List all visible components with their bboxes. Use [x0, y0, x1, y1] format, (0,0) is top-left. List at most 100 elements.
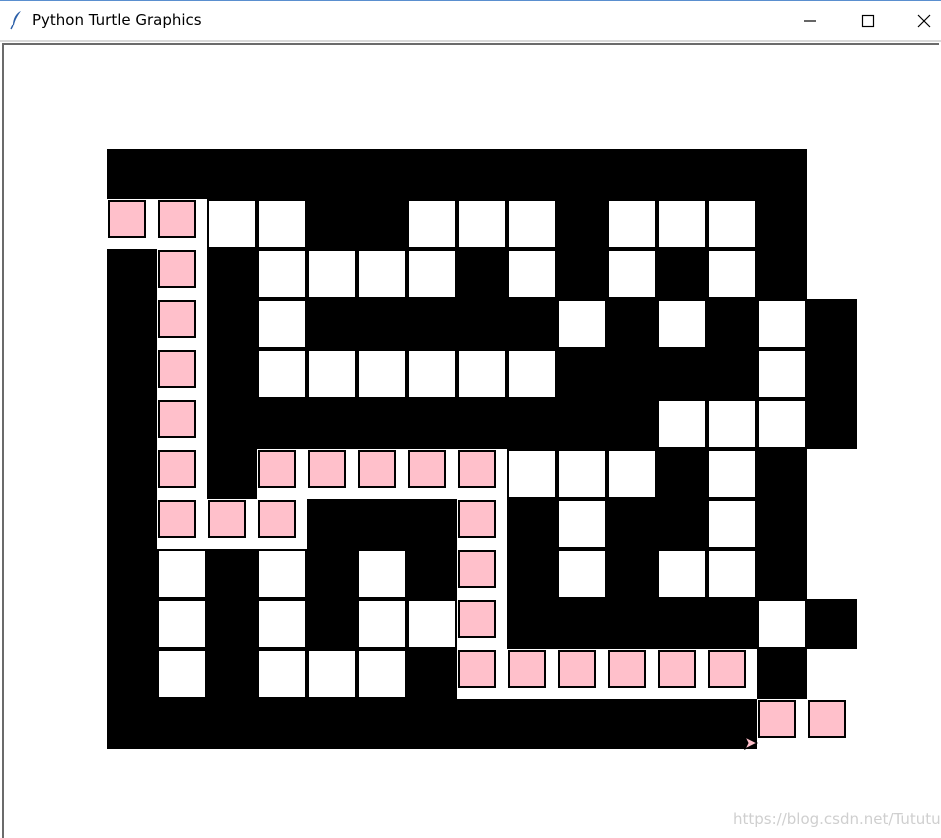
maze-wall	[307, 549, 357, 599]
maze-wall	[657, 349, 707, 399]
maze-wall	[707, 599, 757, 649]
maze-open-cell	[357, 649, 407, 699]
maze-wall	[207, 549, 257, 599]
maze-open-cell	[657, 549, 707, 599]
maze-path-cell	[358, 450, 396, 488]
maze-open-cell	[707, 199, 757, 249]
maze-wall	[757, 449, 807, 499]
maze-path-cell	[258, 500, 296, 538]
maze-path-cell	[458, 500, 496, 538]
maze-open-cell	[607, 249, 657, 299]
maze-path-cell	[508, 650, 546, 688]
maze-path-cell	[758, 700, 796, 738]
maze-wall	[607, 599, 657, 649]
maze-wall	[357, 199, 407, 249]
maze-wall	[807, 599, 857, 649]
turtle-canvas[interactable]	[2, 43, 939, 838]
maze-open-cell	[657, 399, 707, 449]
maze-path-cell	[458, 650, 496, 688]
maze-wall	[707, 349, 757, 399]
maze-open-cell	[357, 249, 407, 299]
maze-wall	[507, 549, 557, 599]
maze-wall	[757, 649, 807, 699]
maze-wall	[657, 599, 707, 649]
maze-wall	[457, 699, 507, 749]
maze-wall	[207, 649, 257, 699]
minimize-button[interactable]	[783, 1, 837, 41]
maze-path-cell	[558, 650, 596, 688]
maze-open-cell	[207, 199, 257, 249]
maze-wall	[307, 599, 357, 649]
maze-open-cell	[407, 349, 457, 399]
maze-open-cell	[607, 199, 657, 249]
maze-wall	[557, 149, 607, 199]
maze-wall	[307, 399, 357, 449]
maze-wall	[207, 149, 257, 199]
maze-wall	[607, 699, 657, 749]
maze-wall	[157, 149, 207, 199]
maze-path-cell	[158, 200, 196, 238]
maze-wall	[357, 699, 407, 749]
maze-open-cell	[507, 449, 557, 499]
maze-open-cell	[257, 249, 307, 299]
maze-wall	[657, 249, 707, 299]
maze-wall	[707, 299, 757, 349]
maze-open-cell	[707, 499, 757, 549]
maze-wall	[107, 599, 157, 649]
maze-wall	[107, 699, 157, 749]
maze-open-cell	[307, 649, 357, 699]
maze-wall	[307, 149, 357, 199]
maze-path-cell	[158, 500, 196, 538]
maze-open-cell	[157, 549, 207, 599]
maze-path-cell	[708, 650, 746, 688]
maze-wall	[457, 249, 507, 299]
maze-open-cell	[457, 349, 507, 399]
title-bar[interactable]: Python Turtle Graphics	[0, 0, 941, 40]
maze-path-cell	[258, 450, 296, 488]
watermark: https://blog.csdn.net/Tututuo	[733, 810, 941, 828]
maze-open-cell	[657, 299, 707, 349]
maze-wall	[457, 149, 507, 199]
maze-open-cell	[257, 649, 307, 699]
maze-open-cell	[757, 399, 807, 449]
maze-wall	[357, 299, 407, 349]
maze-wall	[107, 549, 157, 599]
maze-wall	[757, 549, 807, 599]
maze-wall	[757, 249, 807, 299]
maze-wall	[107, 449, 157, 499]
maze-wall	[457, 399, 507, 449]
close-button[interactable]	[897, 1, 941, 41]
maze-open-cell	[407, 199, 457, 249]
maze-wall	[407, 399, 457, 449]
maze-open-cell	[257, 199, 307, 249]
maze-wall	[507, 299, 557, 349]
maze-open-cell	[307, 349, 357, 399]
maze-wall	[607, 399, 657, 449]
maze-wall	[207, 599, 257, 649]
maze-path-cell	[408, 450, 446, 488]
maximize-icon	[861, 14, 875, 28]
maze-wall	[257, 699, 307, 749]
maze-wall	[657, 499, 707, 549]
window-title: Python Turtle Graphics	[32, 11, 202, 29]
maze-path-cell	[208, 500, 246, 538]
maze-wall	[107, 249, 157, 299]
maze-wall	[457, 299, 507, 349]
maze-wall	[207, 449, 257, 499]
maximize-button[interactable]	[841, 1, 895, 41]
maze-path-cell	[158, 350, 196, 388]
maze-open-cell	[507, 349, 557, 399]
maze-wall	[207, 249, 257, 299]
maze-path-cell	[608, 650, 646, 688]
maze-path-cell	[308, 450, 346, 488]
maze-wall	[557, 699, 607, 749]
maze-wall	[757, 499, 807, 549]
maze-wall	[407, 499, 457, 549]
maze-open-cell	[457, 199, 507, 249]
maze-open-cell	[707, 249, 757, 299]
maze-wall	[307, 299, 357, 349]
maze-wall	[657, 449, 707, 499]
maze-wall	[107, 299, 157, 349]
maze-open-cell	[757, 349, 807, 399]
maze-wall	[407, 649, 457, 699]
